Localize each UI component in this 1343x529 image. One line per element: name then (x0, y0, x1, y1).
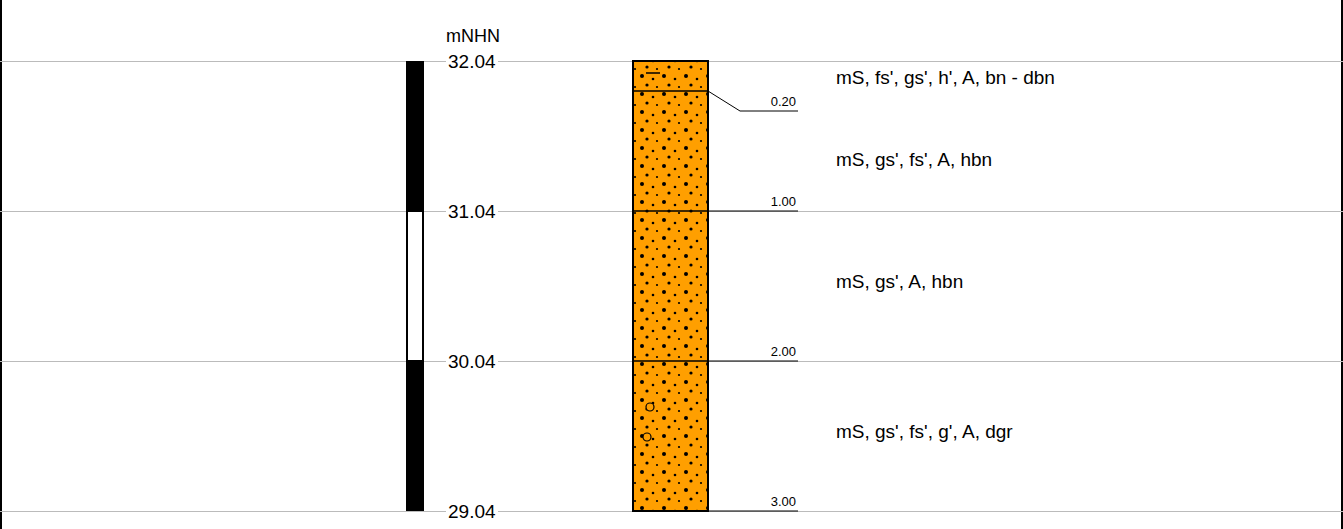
elevation-label: 30.04 (446, 351, 498, 373)
layer-boundary (633, 90, 708, 92)
layer-description: mS, gs', fs', A, hbn (836, 149, 992, 171)
grid-lines (0, 62, 1343, 512)
humus-patch (645, 70, 661, 76)
depth-leader (708, 211, 798, 212)
unit-label: mNHN (446, 26, 500, 47)
depth-label: 2.00 (771, 345, 796, 360)
depth-leader (708, 361, 798, 362)
gravel-symbol (643, 433, 651, 441)
depth-leader (708, 511, 798, 512)
frame-line (0, 0, 2, 529)
elevation-label: 32.04 (446, 51, 498, 73)
soil-column (633, 61, 708, 511)
depth-leaders (708, 91, 798, 511)
depth-leader (708, 91, 798, 111)
scale-bar (406, 361, 424, 511)
layer-boundaries (633, 91, 708, 361)
layer-boundary (633, 360, 708, 362)
depth-label: 1.00 (771, 195, 796, 210)
elevation-label: 29.04 (446, 501, 498, 523)
layer-boundary (633, 210, 708, 212)
elevation-label: 31.04 (446, 201, 498, 223)
column-outline (633, 61, 708, 511)
layer-description: mS, gs', fs', g', A, dgr (836, 421, 1013, 443)
frame-line (1341, 0, 1343, 529)
gravel-symbol (646, 403, 654, 411)
scale-bar (406, 61, 424, 211)
layer-description: mS, fs', gs', h', A, bn - dbn (836, 67, 1055, 89)
sand-texture (633, 61, 708, 511)
depth-label: 3.00 (771, 495, 796, 510)
depth-label: 0.20 (771, 95, 796, 110)
humus-symbol (646, 72, 660, 74)
scale-bar (407, 211, 423, 361)
layer-description: mS, gs', A, hbn (836, 271, 963, 293)
